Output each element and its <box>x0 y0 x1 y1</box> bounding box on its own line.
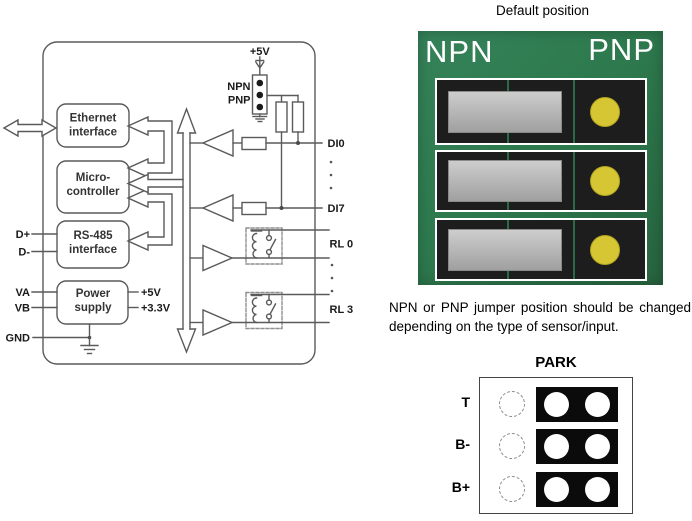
open-pin-circle <box>499 433 525 459</box>
rl3-label: RL 3 <box>330 304 354 316</box>
pcb-pnp-silkscreen: PNP <box>588 32 655 67</box>
open-pin-circle <box>499 391 525 417</box>
jumper-cap-npn-position <box>448 90 562 133</box>
di7-input-channel <box>189 193 323 223</box>
di7-label: DI7 <box>328 203 345 215</box>
jumper-row-3 <box>435 218 647 281</box>
power-block-label: Power <box>76 288 111 300</box>
pin-hole <box>585 433 610 459</box>
pin-hole <box>585 391 610 417</box>
pcb-photo: NPN PNP <box>418 31 663 285</box>
jumper-npn-label: NPN <box>227 81 250 93</box>
relay-3-channel <box>189 291 330 337</box>
jumper-cap-npn-position <box>448 228 562 271</box>
va-label: VA <box>16 287 31 299</box>
park-pin-label-bminus: B- <box>455 436 470 452</box>
power-output-lines <box>127 291 139 309</box>
vb-label: VB <box>15 303 30 315</box>
rl0-label: RL 0 <box>330 239 354 251</box>
ellipsis-dots <box>329 160 334 293</box>
ethernet-block-label: Ethernet <box>70 113 117 125</box>
jumper-supply-label: +5V <box>250 46 271 58</box>
park-pin-label-t: T <box>461 394 470 410</box>
svg-text:interface: interface <box>69 127 117 139</box>
gnd-label: GND <box>6 333 31 345</box>
jumper-block <box>536 386 618 422</box>
pin-hole <box>585 476 610 502</box>
di0-input-channel <box>189 128 323 158</box>
pnp-pad-dot <box>590 166 620 196</box>
jumper-block <box>536 428 618 464</box>
ethernet-external-arrow-icon <box>2 118 58 138</box>
ethernet-block <box>56 103 130 148</box>
microcontroller-block <box>56 160 130 214</box>
jumper-cap-npn-position <box>448 160 562 202</box>
park-connector-diagram <box>479 377 633 514</box>
v5-out-label: +5V <box>141 287 162 299</box>
rs485-block-label: RS-485 <box>74 230 114 242</box>
microcontroller-block-label: Micro- <box>76 172 111 184</box>
jumper-note-text: NPN or PNP jumper position should be cha… <box>389 300 691 334</box>
v33-out-label: +3.3V <box>141 303 171 315</box>
relay-0-channel <box>189 227 330 272</box>
power-supply-block <box>56 280 129 325</box>
jumper-row-2 <box>435 150 647 212</box>
d-plus-label: D+ <box>16 229 30 241</box>
svg-text:interface: interface <box>69 244 117 256</box>
mc-ethernet-arrow <box>126 115 173 179</box>
open-pin-circle <box>499 476 525 502</box>
svg-text:supply: supply <box>74 302 112 314</box>
svg-text:controller: controller <box>66 186 120 198</box>
pull-resistors <box>275 94 305 210</box>
d-minus-label: D- <box>18 247 30 259</box>
data-bus-arrow <box>176 107 197 354</box>
pad-separator <box>573 220 575 279</box>
module-enclosure <box>42 41 316 365</box>
pad-separator <box>573 152 575 210</box>
park-title: PARK <box>535 354 577 371</box>
left-pin-lines <box>31 233 99 355</box>
jumper-pnp-label: PNP <box>228 95 251 107</box>
block-diagram: Ethernet interface Micro- controller RS-… <box>2 41 354 365</box>
pin-hole <box>544 391 569 417</box>
mc-rs485-arrow <box>126 187 173 252</box>
pnp-pad-dot <box>590 96 620 127</box>
mc-bus-arrow <box>126 173 184 194</box>
park-pin-label-bplus: B+ <box>451 479 470 495</box>
jumper-row-1 <box>435 78 647 145</box>
npn-pnp-jumper <box>251 56 299 123</box>
rs485-block <box>56 220 130 269</box>
pin-hole <box>544 433 569 459</box>
pad-separator <box>573 80 575 143</box>
pcb-npn-silkscreen: NPN <box>425 34 494 69</box>
jumper-block <box>536 471 618 507</box>
pcb-panel-title: Default position <box>495 3 590 18</box>
pnp-pad-dot <box>590 234 620 265</box>
pin-hole <box>544 476 569 502</box>
di0-label: DI0 <box>328 138 345 150</box>
